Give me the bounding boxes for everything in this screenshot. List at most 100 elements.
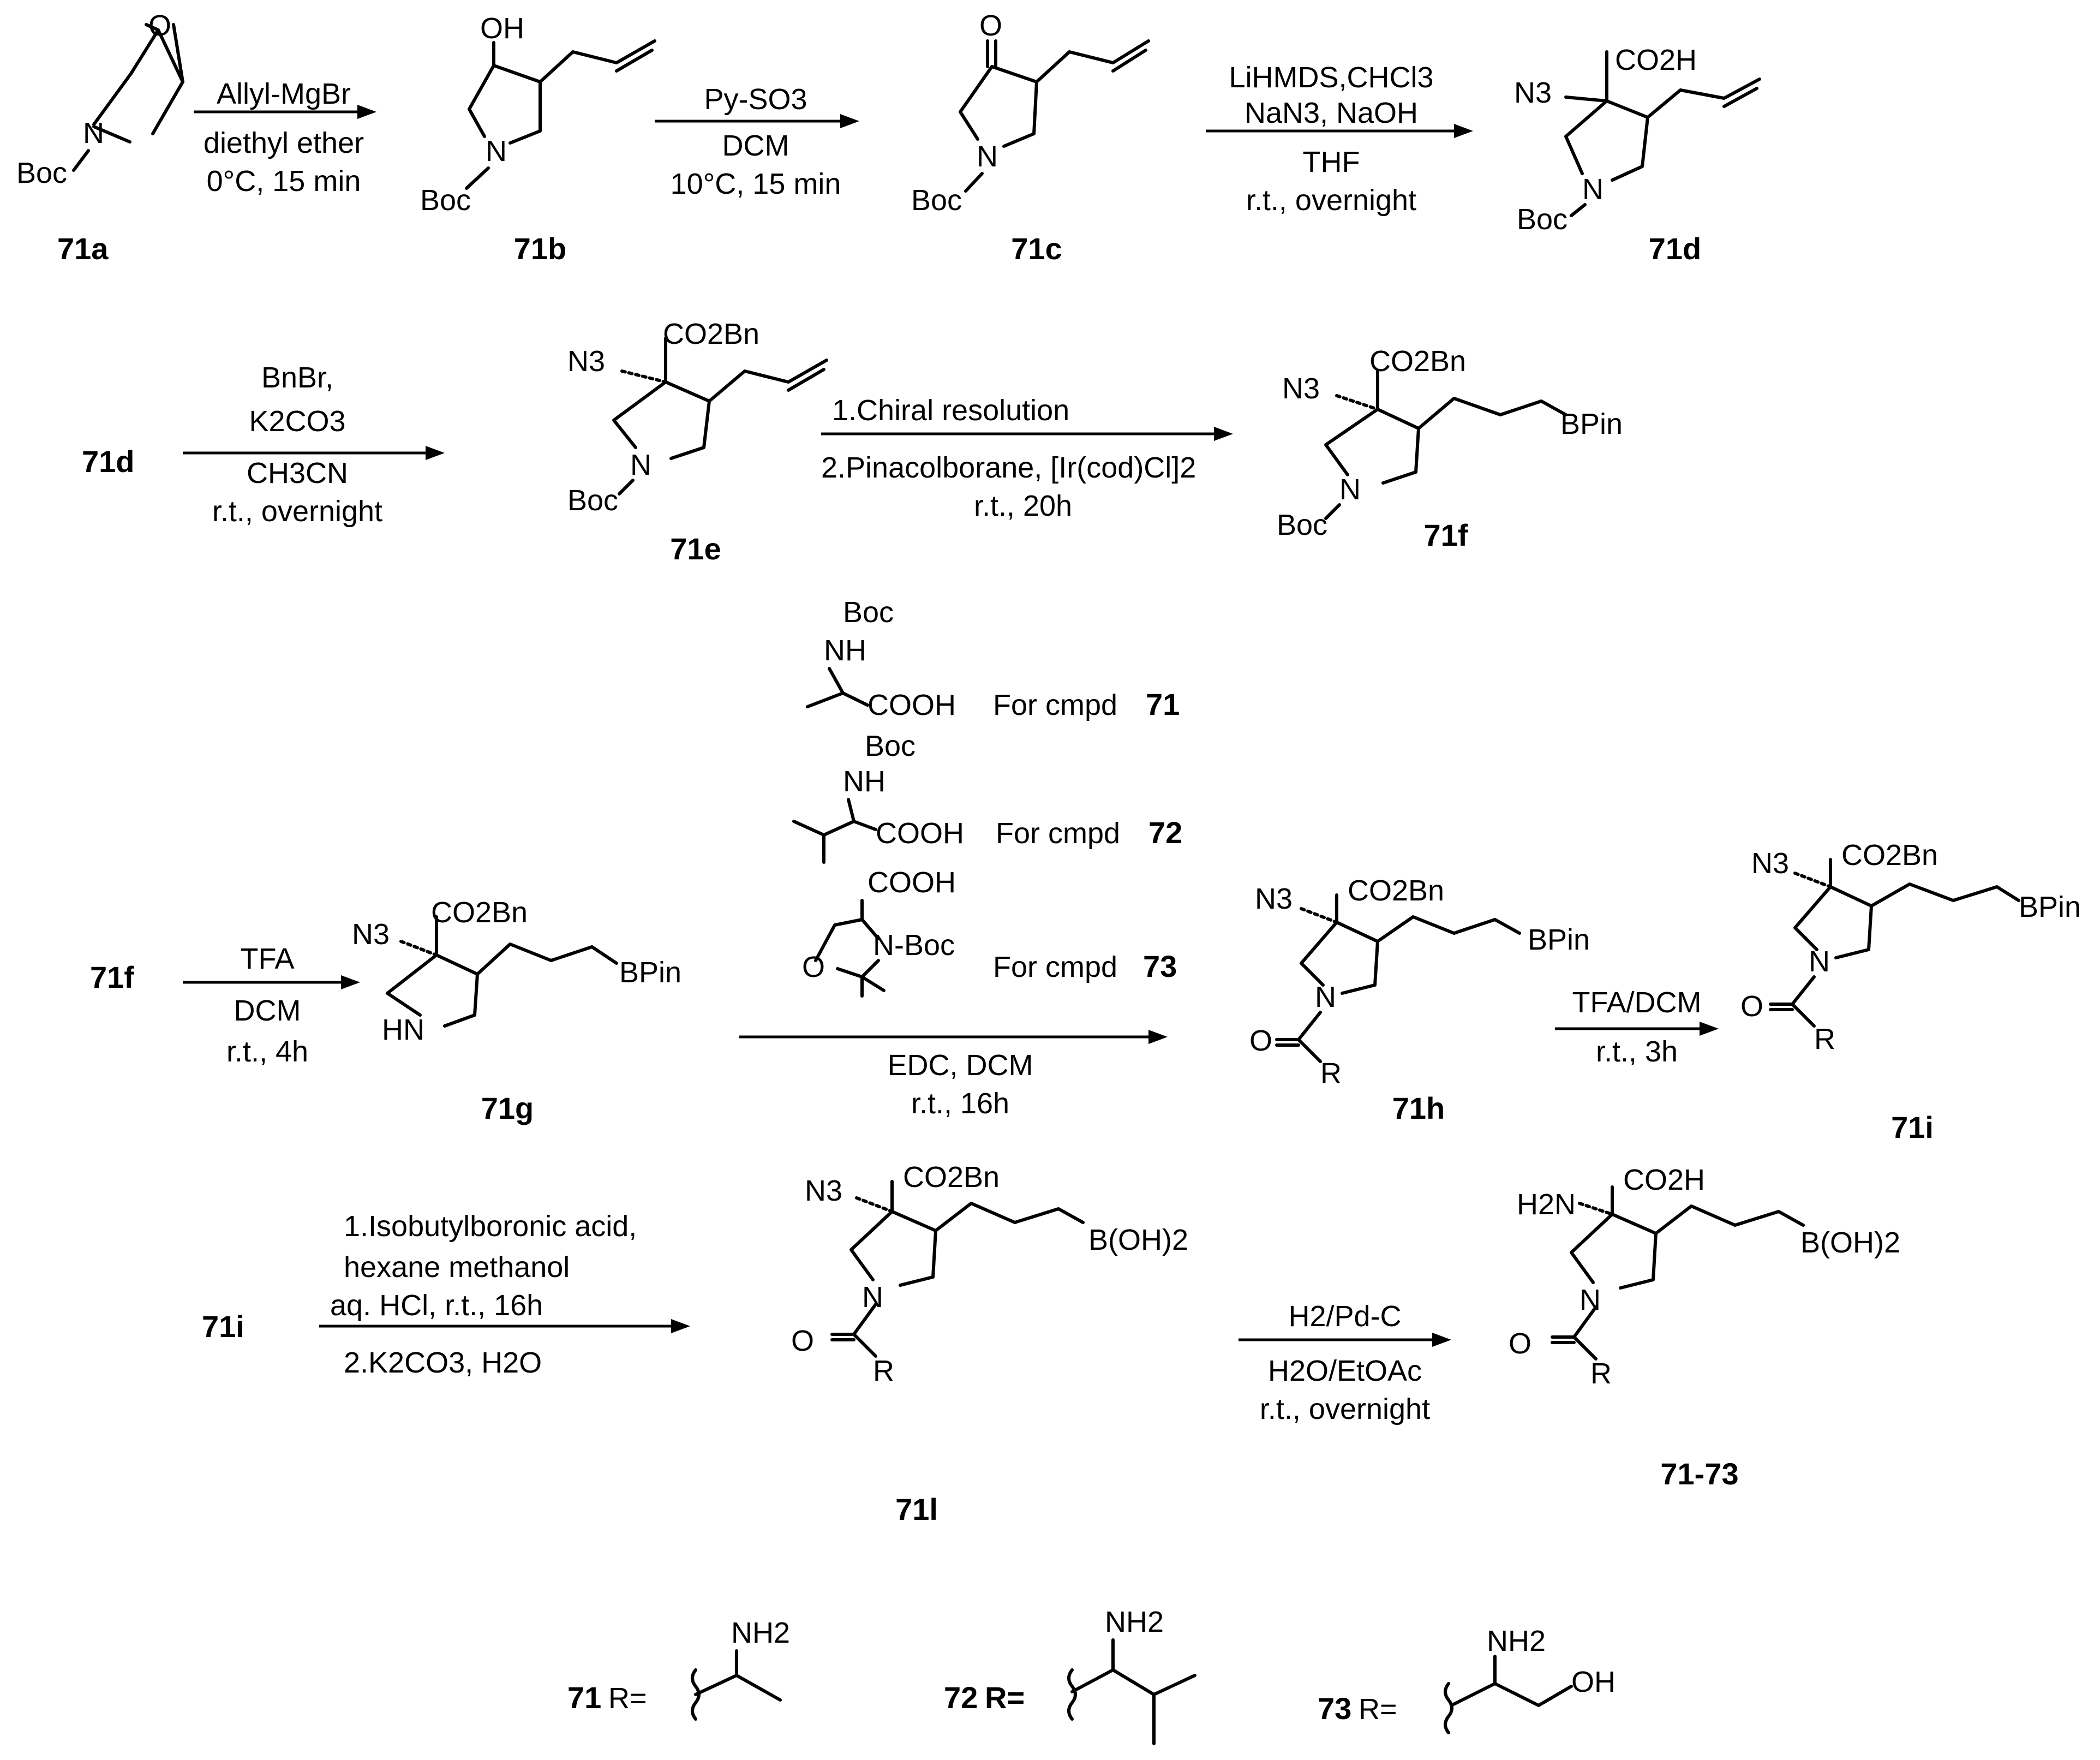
r-group-71-num: 71 [567,1680,601,1715]
label-71f: 71f [1424,518,1468,552]
atom-nh2: NH2 [1487,1625,1546,1657]
conditions-step2: Py-SO3 DCM 10°C, 15 min [671,83,841,200]
for-cmpd-72-num: 72 [1148,815,1182,850]
atom-boc: Boc [16,157,67,189]
wavy-bond [1444,1682,1453,1734]
r-group-71-label: R= [608,1682,647,1715]
cond-8b: r.t., 3h [1596,1035,1678,1068]
for-cmpd-71-text: For cmpd [993,689,1117,721]
atom-n3: N3 [1282,372,1320,405]
label-71d-start: 71d [82,444,135,479]
atom-o: O [979,9,1002,42]
structure-71c: O N Boc 71c [911,9,1150,266]
atom-boc: Boc [865,730,916,762]
atom-r: R [1590,1357,1612,1390]
cond-9d: 2.K2CO3, H2O [344,1346,542,1379]
atom-boh2: B(OH)2 [1088,1224,1188,1256]
atom-bpin: BPin [1528,923,1590,956]
cond-6b: DCM [234,994,301,1027]
atom-o: O [791,1325,814,1357]
label-71i-start: 71i [202,1309,244,1344]
atom-n3: N3 [805,1174,842,1207]
r-group-72-label: R= [985,1680,1025,1715]
conditions-step6: TFA DCM r.t., 4h [226,942,308,1068]
cond-1a: Allyl-MgBr [217,77,351,110]
label-71b: 71b [514,231,567,266]
atom-n3: N3 [1255,882,1293,915]
label-71h: 71h [1392,1091,1445,1125]
atom-nh2: NH2 [1105,1606,1164,1638]
cond-10b: H2O/EtOAc [1268,1355,1422,1387]
cond-5b: 2.Pinacolborane, [Ir(cod)Cl]2 [821,451,1196,484]
atom-boc: Boc [420,184,471,217]
reagent-boc-oxazolidine: COOH O N-Boc For cmpd 73 [802,866,1177,998]
atom-nboc: N-Boc [873,929,955,962]
atom-r: R [1814,1023,1835,1055]
atom-o: O [148,9,171,42]
atom-o: O [1249,1024,1272,1057]
atom-co2h: CO2H [1623,1164,1705,1196]
structure-71d: CO2H N3 N Boc 71d [1514,44,1761,266]
atom-co2h: CO2H [1615,44,1697,76]
cond-6c: r.t., 4h [226,1035,308,1068]
atom-cooh: COOH [867,689,956,721]
atom-o: O [802,951,825,983]
r-group-73-label: R= [1359,1693,1397,1726]
atom-boc: Boc [843,596,894,629]
conditions-step7: EDC, DCM r.t., 16h [888,1049,1033,1120]
r-group-73-num: 73 [1318,1691,1351,1726]
atom-n: N [1339,473,1361,506]
structure-71-73: CO2H H2N B(OH)2 N O R 71-73 [1509,1164,1900,1491]
atom-nh2: NH2 [731,1616,790,1649]
for-cmpd-72-text: For cmpd [996,817,1120,850]
atom-n: N [83,117,104,150]
atom-h2n: H2N [1517,1188,1576,1221]
atom-co2bn: CO2Bn [431,896,528,929]
atom-bpin: BPin [619,956,681,989]
atom-boc: Boc [1517,203,1567,236]
atom-n: N [1580,1284,1601,1316]
atom-n: N [486,135,507,168]
atom-n3: N3 [1514,76,1552,109]
atom-o: O [1740,990,1763,1023]
atom-n: N [977,140,998,173]
label-71d: 71d [1649,231,1702,266]
arrow-step6-head [341,975,360,989]
cond-4a: BnBr, [261,361,333,394]
for-cmpd-73-num: 73 [1143,949,1177,983]
atom-co2bn: CO2Bn [1369,345,1466,378]
cond-4c: CH3CN [247,457,348,490]
cond-9c: aq. HCl, r.t., 16h [330,1289,543,1322]
conditions-step1: Allyl-MgBr diethyl ether 0°C, 15 min [204,77,364,198]
atom-n3: N3 [567,345,605,378]
atom-boh2: B(OH)2 [1800,1226,1900,1259]
cond-4b: K2CO3 [249,405,345,438]
cond-1b: diethyl ether [204,127,364,159]
atom-co2bn: CO2Bn [1348,874,1444,907]
cond-9a: 1.Isobutylboronic acid, [344,1210,637,1243]
atom-hn: HN [382,1013,424,1046]
cond-10a: H2/Pd-C [1288,1300,1401,1333]
atom-nh: NH [843,765,886,798]
arrow-step8-head [1700,1022,1719,1036]
structure-71l: CO2Bn N3 B(OH)2 N O R 71l [791,1161,1188,1526]
atom-n3: N3 [352,918,390,951]
structure-71h: CO2Bn N3 BPin N O R 71h [1249,874,1590,1125]
arrow-step5-head [1214,427,1233,441]
cond-2c: 10°C, 15 min [671,168,841,200]
cond-10c: r.t., overnight [1260,1393,1430,1425]
cond-2a: Py-SO3 [704,83,807,116]
cond-8a: TFA/DCM [1572,986,1702,1019]
arrow-step2-head [840,114,859,128]
r-group-72: 72 R= NH2 [944,1606,1196,1745]
conditions-step10: H2/Pd-C H2O/EtOAc r.t., overnight [1260,1300,1430,1425]
wavy-bond [1067,1668,1077,1721]
structure-71b: OH N Boc 71b [420,12,656,266]
reagent-boc-alanine: Boc NH COOH For cmpd 71 [806,596,1180,721]
label-71l: 71l [895,1492,938,1526]
reagent-boc-valine: Boc NH COOH For cmpd 72 [792,730,1182,864]
conditions-step8: TFA/DCM r.t., 3h [1572,986,1702,1068]
conditions-step4: BnBr, K2CO3 CH3CN r.t., overnight [212,361,382,528]
atom-r: R [873,1355,894,1387]
